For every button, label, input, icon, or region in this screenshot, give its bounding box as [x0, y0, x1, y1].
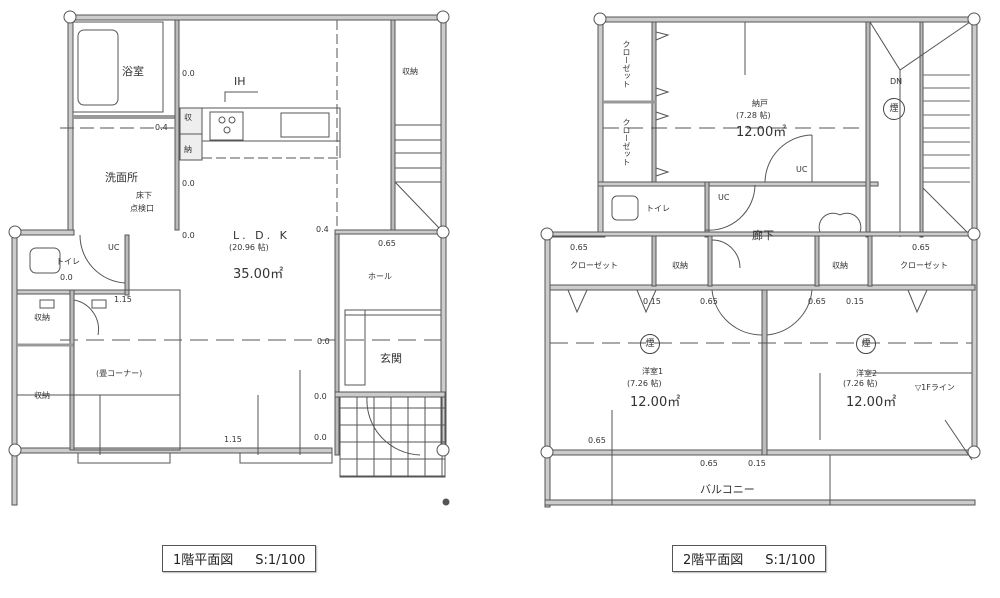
small-storage-label-2: 納 [184, 145, 192, 154]
floor-level-2: 0.4 [155, 123, 168, 132]
uc-label-2f-1: UC [718, 193, 730, 202]
level-2f-5: 0.65 [808, 297, 826, 306]
stairs-down-label: DN [890, 77, 903, 86]
floor1-scale: S:1/100 [255, 553, 306, 568]
room2-area: 12.00㎡ [846, 395, 897, 410]
inspection-hatch-label: 点検口 [130, 204, 154, 213]
room-label-western-room-1: 洋室1 [642, 367, 664, 376]
room-label-storage-stairs: 収納 [402, 67, 418, 76]
first-floor-line-label: ▽1Fライン [915, 383, 955, 392]
floor-level-6: 0.65 [378, 239, 396, 248]
room-label-tatami-corner: (畳コーナー) [96, 369, 143, 378]
floor-level-10: 0.0 [60, 273, 73, 282]
room-label-toilet-1f: トイレ [56, 257, 80, 266]
small-storage-label-1: 収 [184, 113, 192, 122]
room-label-storage-right: 収納 [832, 261, 848, 270]
ldk-area: 35.00㎡ [233, 267, 284, 282]
floor-level-12: 1.15 [224, 435, 242, 444]
smoke-detector-icon: 煙 [883, 98, 905, 120]
floor-level-3: 0.0 [182, 179, 195, 188]
room-label-balcony: バルコニー [700, 483, 755, 496]
room2-tatami-size: (7.26 帖) [843, 379, 878, 388]
room-label-entrance: 玄関 [380, 352, 402, 365]
room-label-storage-left-upper: 収納 [34, 313, 50, 322]
floor2-scale: S:1/100 [765, 553, 816, 568]
room-label-western-room-2: 洋室2 [856, 369, 878, 378]
floor2-title: 2階平面図 [683, 553, 744, 568]
floor-level-8: 0.0 [314, 392, 327, 401]
level-2f-3: 0.15 [643, 297, 661, 306]
floor1-caption: 1階平面図 S:1/100 [162, 545, 317, 572]
room-label-corridor: 廊下 [752, 229, 774, 242]
storeroom-tatami-size: (7.28 帖) [736, 111, 771, 120]
room-label-washroom: 洗面所 [105, 171, 138, 184]
room-label-hall: ホール [368, 272, 392, 281]
underfloor-label: 床下 [136, 191, 152, 200]
uc-label-2f-2: UC [796, 165, 808, 174]
room1-tatami-size: (7.26 帖) [627, 379, 662, 388]
smoke-detector-room1-icon: 煙 [640, 334, 660, 354]
level-2f-4: 0.65 [700, 297, 718, 306]
level-2f-1: 0.65 [570, 243, 588, 252]
room-label-storage-left-lower: 収納 [34, 391, 50, 400]
floor-level-4: 0.0 [182, 231, 195, 240]
room-label-closet-top-2: クローゼット [622, 118, 631, 166]
level-2f-7: 0.65 [588, 436, 606, 445]
uc-label-1f: UC [108, 243, 120, 252]
floor-level-1: 0.0 [182, 69, 195, 78]
level-2f-6: 0.15 [846, 297, 864, 306]
floor1-title: 1階平面図 [173, 553, 234, 568]
ldk-tatami-size: (20.96 帖) [229, 243, 269, 252]
room-label-closet-right: クローゼット [900, 261, 948, 270]
level-2f-9: 0.15 [748, 459, 766, 468]
room1-area: 12.00㎡ [630, 395, 681, 410]
floor-level-11: 1.15 [114, 295, 132, 304]
room-label-toilet-2f: トイレ [646, 204, 670, 213]
floor1-walls [8, 10, 450, 506]
room-label-closet-left: クローゼット [570, 261, 618, 270]
room-label-storage-mid: 収納 [672, 261, 688, 270]
level-2f-2: 0.65 [912, 243, 930, 252]
level-2f-8: 0.65 [700, 459, 718, 468]
floor-level-7: 0.0 [317, 337, 330, 346]
storeroom-area: 12.00㎡ [736, 125, 787, 140]
floor-level-9: 0.0 [314, 433, 327, 442]
floor-level-5: 0.4 [316, 225, 329, 234]
smoke-detector-room2-icon: 煙 [856, 334, 876, 354]
floor2-caption: 2階平面図 S:1/100 [672, 545, 827, 572]
room-label-closet-top-1: クローゼット [622, 40, 631, 88]
ih-stove-label: IH [234, 75, 246, 88]
room-label-bathroom: 浴室 [122, 65, 144, 78]
room-label-ldk: L. D. K [233, 229, 290, 242]
room-label-storeroom: 納戸 [752, 99, 768, 108]
floor2-walls [540, 12, 981, 508]
